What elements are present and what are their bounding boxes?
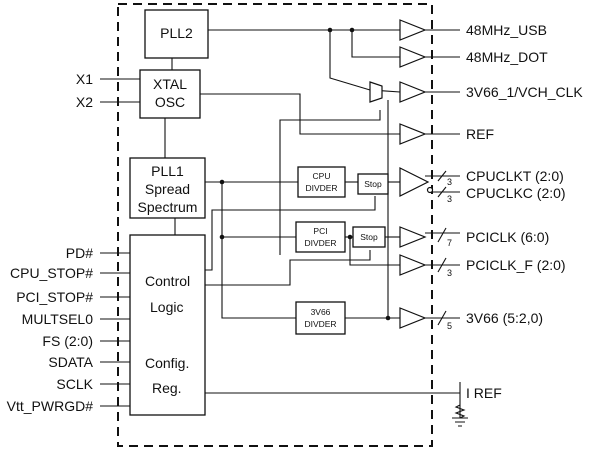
cpu-divider-block: CPU DIVDER <box>297 166 346 198</box>
input-x2: X2 <box>76 94 93 110</box>
spectrum-label: Spectrum <box>138 199 198 215</box>
input-labels: X1 X2 PD# CPU_STOP# PCI_STOP# MULTSEL0 F… <box>7 71 94 414</box>
svg-text:CPU: CPU <box>313 171 331 181</box>
svg-text:Stop: Stop <box>364 179 382 189</box>
output-3v66: 3V66 (5:2,0) <box>466 310 543 326</box>
buffer-3v66 <box>399 307 427 329</box>
input-fs: FS (2:0) <box>42 333 93 349</box>
signal-wires <box>100 29 468 427</box>
output-buffers <box>399 19 434 329</box>
logic-label: Logic <box>150 299 183 315</box>
output-48mhz-usb: 48MHz_USB <box>466 22 547 38</box>
input-cpu-stop: CPU_STOP# <box>10 265 93 281</box>
output-iref: I REF <box>466 385 502 401</box>
pll2-label: PLL2 <box>160 25 193 41</box>
output-pciclk: PCICLK (6:0) <box>466 229 549 245</box>
input-sclk: SCLK <box>56 376 93 392</box>
input-sdata: SDATA <box>48 354 93 370</box>
svg-text:DIVDER: DIVDER <box>304 238 336 248</box>
output-pciclk-f: PCICLK_F (2:0) <box>466 257 566 273</box>
buffer-cpu-invert-bubble <box>426 186 434 194</box>
input-vtt-pwrgd: Vtt_PWRGD# <box>7 398 94 414</box>
buffer-ref <box>399 123 427 145</box>
svg-text:DIVDER: DIVDER <box>304 319 336 329</box>
output-ref: REF <box>466 126 494 142</box>
control-logic-block: Control Logic Config. Reg. <box>129 234 206 416</box>
buffer-usb <box>399 19 427 41</box>
output-labels: 48MHz_USB 48MHz_DOT 3V66_1/VCH_CLK REF C… <box>466 22 583 401</box>
buffer-pci <box>399 226 427 248</box>
v66-divider-block: 3V66 DIVDER <box>295 301 346 335</box>
output-48mhz-dot: 48MHz_DOT <box>466 49 548 65</box>
svg-text:3V66: 3V66 <box>311 307 331 317</box>
bus-width-3v66: 5 <box>447 321 452 331</box>
output-cpuclkc: CPUCLKC (2:0) <box>466 185 566 201</box>
pci-divider-block: PCI DIVDER <box>295 221 346 253</box>
cpu-stop-block: Stop <box>357 173 389 195</box>
control-label: Control <box>145 273 190 289</box>
bus-width-cpu-c: 3 <box>447 194 452 204</box>
mux-symbol <box>369 81 383 103</box>
input-pd: PD# <box>66 245 93 261</box>
svg-text:Stop: Stop <box>360 232 378 242</box>
config-label: Config. <box>145 355 189 371</box>
svg-text:DIVDER: DIVDER <box>305 183 337 193</box>
input-multsel0: MULTSEL0 <box>22 311 94 327</box>
output-3v66-vch-clk: 3V66_1/VCH_CLK <box>466 84 583 100</box>
pll1-label: PLL1 <box>151 163 184 179</box>
buffer-vch <box>399 81 427 103</box>
spread-label: Spread <box>145 181 190 197</box>
svg-text:PCI: PCI <box>313 226 327 236</box>
input-x1: X1 <box>76 71 93 87</box>
input-pci-stop: PCI_STOP# <box>16 289 93 305</box>
reg-label: Reg. <box>152 380 182 396</box>
bus-markers: 3 3 7 3 5 <box>437 170 452 331</box>
pll2-block: PLL2 <box>144 9 209 59</box>
pll1-spread-spectrum-block: PLL1 Spread Spectrum <box>129 157 206 219</box>
pci-stop-block: Stop <box>352 226 386 248</box>
xtal-label: XTAL <box>153 76 187 92</box>
xtal-osc-block: XTAL OSC <box>139 69 201 119</box>
osc-label: OSC <box>155 94 185 110</box>
buffer-pci-f <box>399 254 427 276</box>
output-cpuclkt: CPUCLKT (2:0) <box>466 168 564 184</box>
bus-width-cpu-t: 3 <box>447 177 452 187</box>
bus-width-pci-f: 3 <box>447 268 452 278</box>
junction-dots <box>219 27 391 321</box>
buffer-dot <box>399 46 427 68</box>
chip-boundary <box>117 3 433 447</box>
bus-width-pci: 7 <box>447 238 452 248</box>
buffer-cpu <box>399 167 430 197</box>
